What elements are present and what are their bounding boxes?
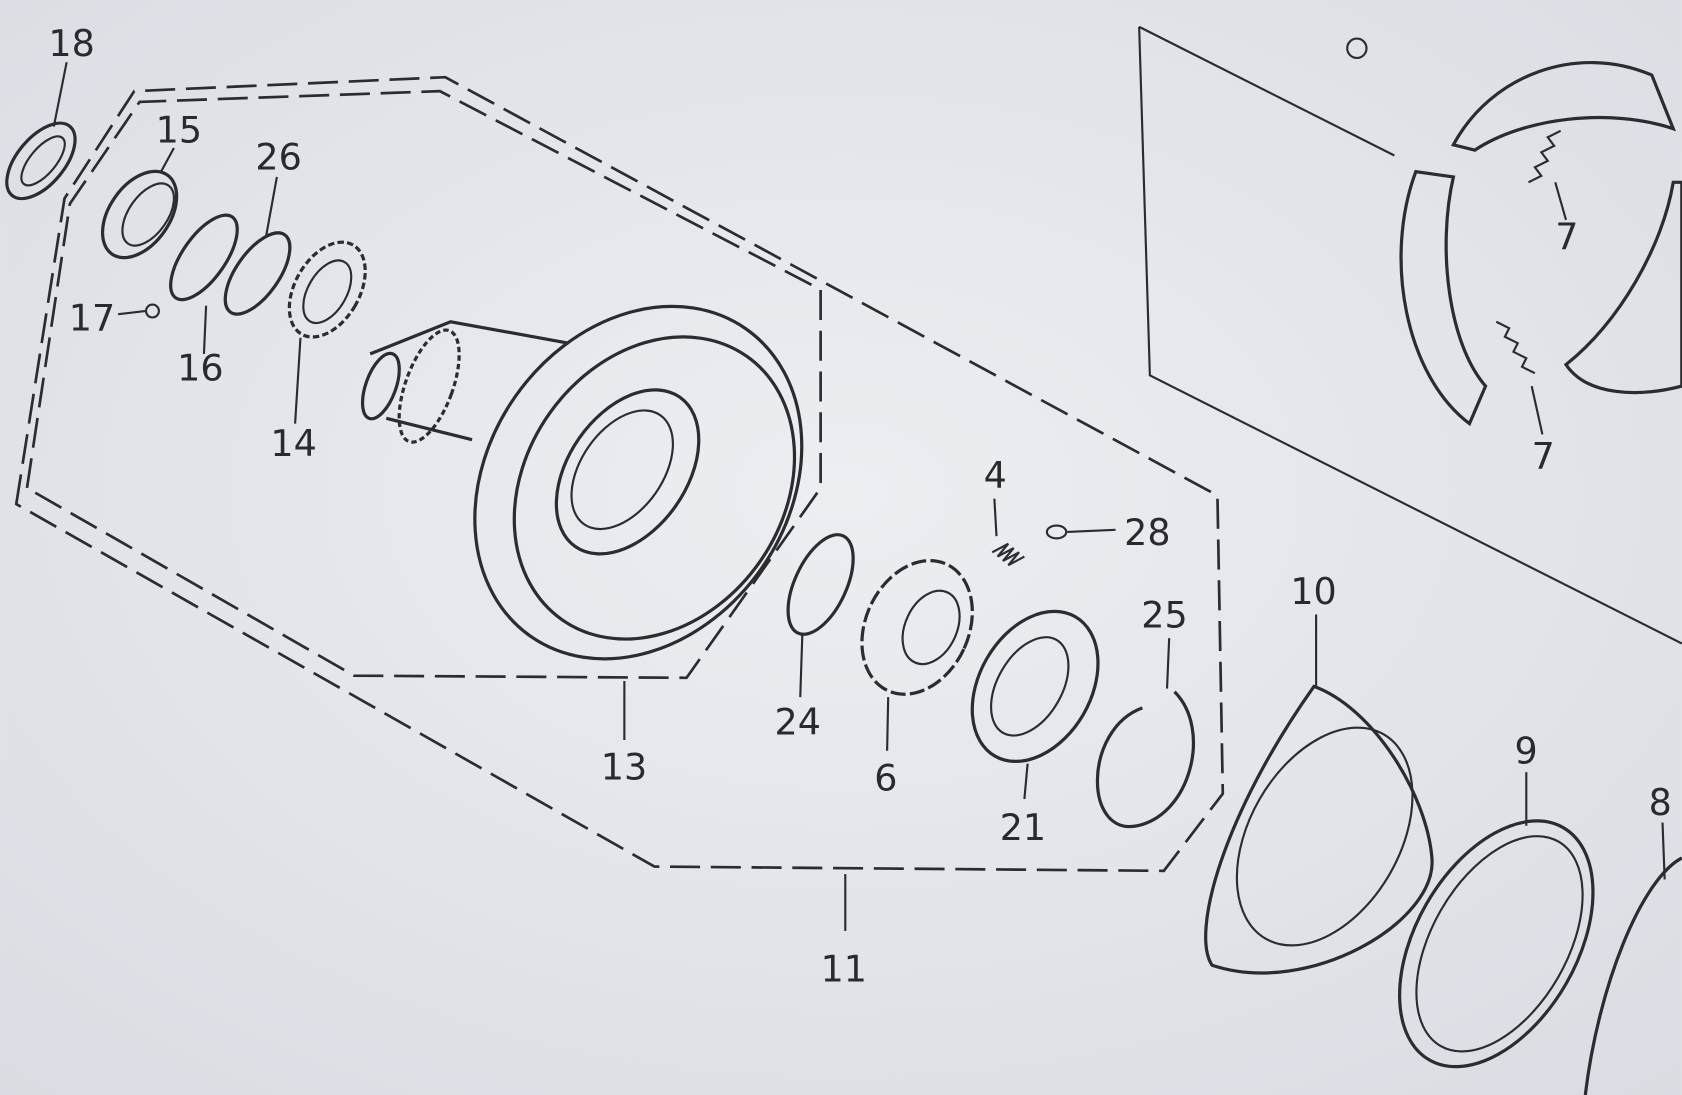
gasket-10 [1204, 684, 1434, 975]
callout-7-upper: 7 [1555, 215, 1578, 258]
callout-24: 24 [775, 701, 821, 744]
spring-7-lower [1495, 320, 1536, 375]
assembly-11-outline [14, 75, 1225, 873]
oil-seal-18 [5, 121, 77, 201]
callout-15: 15 [156, 109, 202, 152]
washer-26 [223, 231, 292, 316]
clutch-shoes [1346, 37, 1682, 427]
gear-14 [287, 240, 367, 339]
snap-ring-25 [1095, 690, 1196, 829]
clutch-outer-13 [360, 304, 804, 661]
spring-7-upper [1527, 129, 1562, 184]
callout-16: 16 [177, 347, 223, 390]
bearing-15 [100, 169, 179, 260]
leader-lines [52, 61, 1666, 931]
plunger-28 [1045, 524, 1068, 540]
one-way-clutch-6 [860, 558, 974, 696]
callout-4: 4 [984, 454, 1007, 497]
callout-6: 6 [874, 756, 897, 799]
callout-17: 17 [69, 296, 115, 339]
callout-10: 10 [1290, 570, 1336, 613]
cover-8 [1583, 856, 1682, 1095]
callout-26: 26 [255, 135, 301, 178]
callout-14: 14 [270, 422, 316, 465]
circlip-16 [169, 213, 239, 302]
washer-24 [786, 533, 855, 636]
callout-21: 21 [1000, 806, 1046, 849]
ball-17 [144, 303, 160, 319]
callout-7-lower: 7 [1532, 435, 1555, 478]
cover-panel-outline [1138, 25, 1682, 645]
callout-25: 25 [1141, 593, 1187, 636]
callout-18: 18 [48, 22, 94, 65]
callout-9: 9 [1515, 730, 1538, 773]
callout-11: 11 [821, 947, 867, 990]
assembly-13-outline [25, 89, 822, 680]
callout-28: 28 [1124, 511, 1170, 554]
seal-9 [1398, 819, 1595, 1069]
callout-8: 8 [1649, 781, 1672, 824]
callout-13: 13 [601, 746, 647, 789]
plate-21 [970, 609, 1100, 764]
spring-4 [991, 542, 1025, 567]
